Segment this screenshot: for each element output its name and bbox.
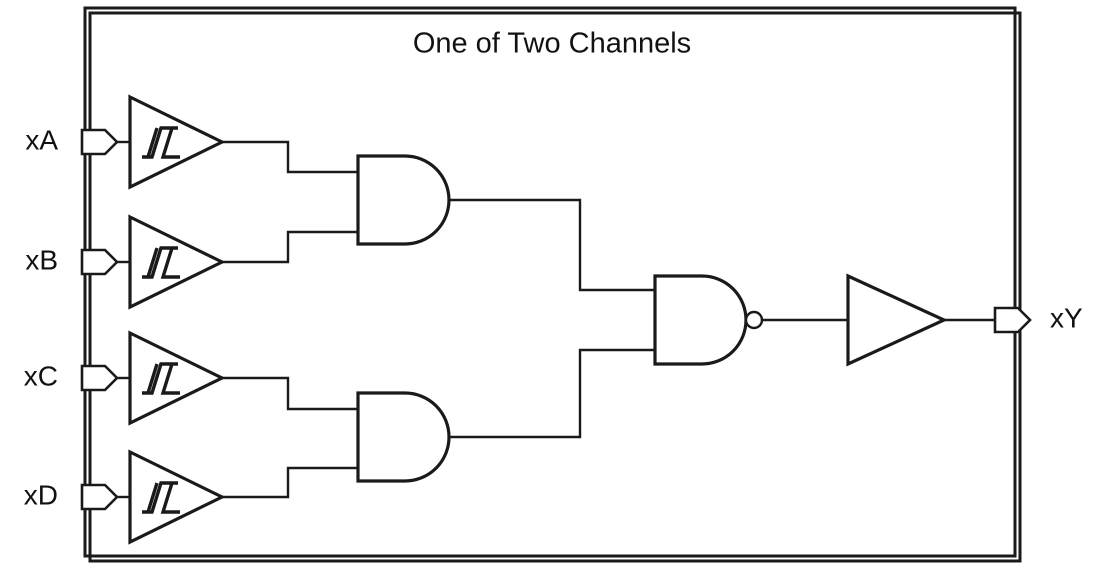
buffer-triangle bbox=[128, 449, 226, 545]
input-pin-xC[interactable] bbox=[80, 364, 119, 392]
wire-buffer-b-to-and-upper bbox=[220, 230, 360, 264]
input-label-xB: xB bbox=[25, 244, 58, 275]
wire-buffer-a-to-and-upper bbox=[220, 140, 360, 174]
channel-frame-inner bbox=[88, 11, 1022, 563]
input-label-xA: xA bbox=[25, 124, 58, 155]
schmitt-buffer-b[interactable] bbox=[128, 214, 226, 310]
hysteresis-icon bbox=[142, 362, 180, 395]
and-gate-lower[interactable] bbox=[356, 391, 451, 483]
output-label-xY: xY bbox=[1050, 302, 1083, 333]
input-pin-xD[interactable] bbox=[80, 483, 119, 511]
pin-connector-shape bbox=[80, 364, 119, 392]
input-pin-xB[interactable] bbox=[80, 248, 119, 276]
channel-frame-outer bbox=[83, 6, 1017, 558]
pin-connector-shape bbox=[80, 248, 119, 276]
wire-buffer-c-to-and-lower bbox=[220, 376, 360, 411]
buffer-triangle bbox=[128, 94, 226, 190]
output-pin-xY[interactable] bbox=[993, 306, 1032, 334]
wire-and-lower-to-nand bbox=[447, 348, 657, 439]
diagram-title: One of Two Channels bbox=[413, 28, 691, 60]
input-label-xC: xC bbox=[24, 360, 58, 391]
schmitt-buffer-a[interactable] bbox=[128, 94, 226, 190]
wire-and-upper-to-nand bbox=[447, 198, 657, 292]
and-gate-shape bbox=[356, 154, 451, 246]
pin-connector-shape bbox=[80, 128, 119, 156]
pin-connector-shape bbox=[993, 306, 1032, 334]
hysteresis-icon bbox=[142, 481, 180, 514]
schmitt-buffer-c[interactable] bbox=[128, 330, 226, 426]
hysteresis-icon bbox=[142, 246, 180, 279]
nand-gate-shape bbox=[653, 274, 748, 366]
buffer-triangle bbox=[128, 214, 226, 310]
nand-gate-output[interactable] bbox=[653, 274, 764, 366]
hysteresis-icon bbox=[142, 126, 180, 159]
wire-buffer-d-to-and-lower bbox=[220, 466, 360, 499]
and-gate-shape bbox=[356, 391, 451, 483]
buffer-triangle bbox=[128, 330, 226, 426]
input-label-xD: xD bbox=[24, 479, 58, 510]
inversion-bubble-icon bbox=[744, 310, 764, 330]
buffer-triangle bbox=[846, 273, 948, 367]
input-pin-xA[interactable] bbox=[80, 128, 119, 156]
output-buffer[interactable] bbox=[846, 273, 948, 367]
schmitt-buffer-d[interactable] bbox=[128, 449, 226, 545]
pin-connector-shape bbox=[80, 483, 119, 511]
and-gate-upper[interactable] bbox=[356, 154, 451, 246]
